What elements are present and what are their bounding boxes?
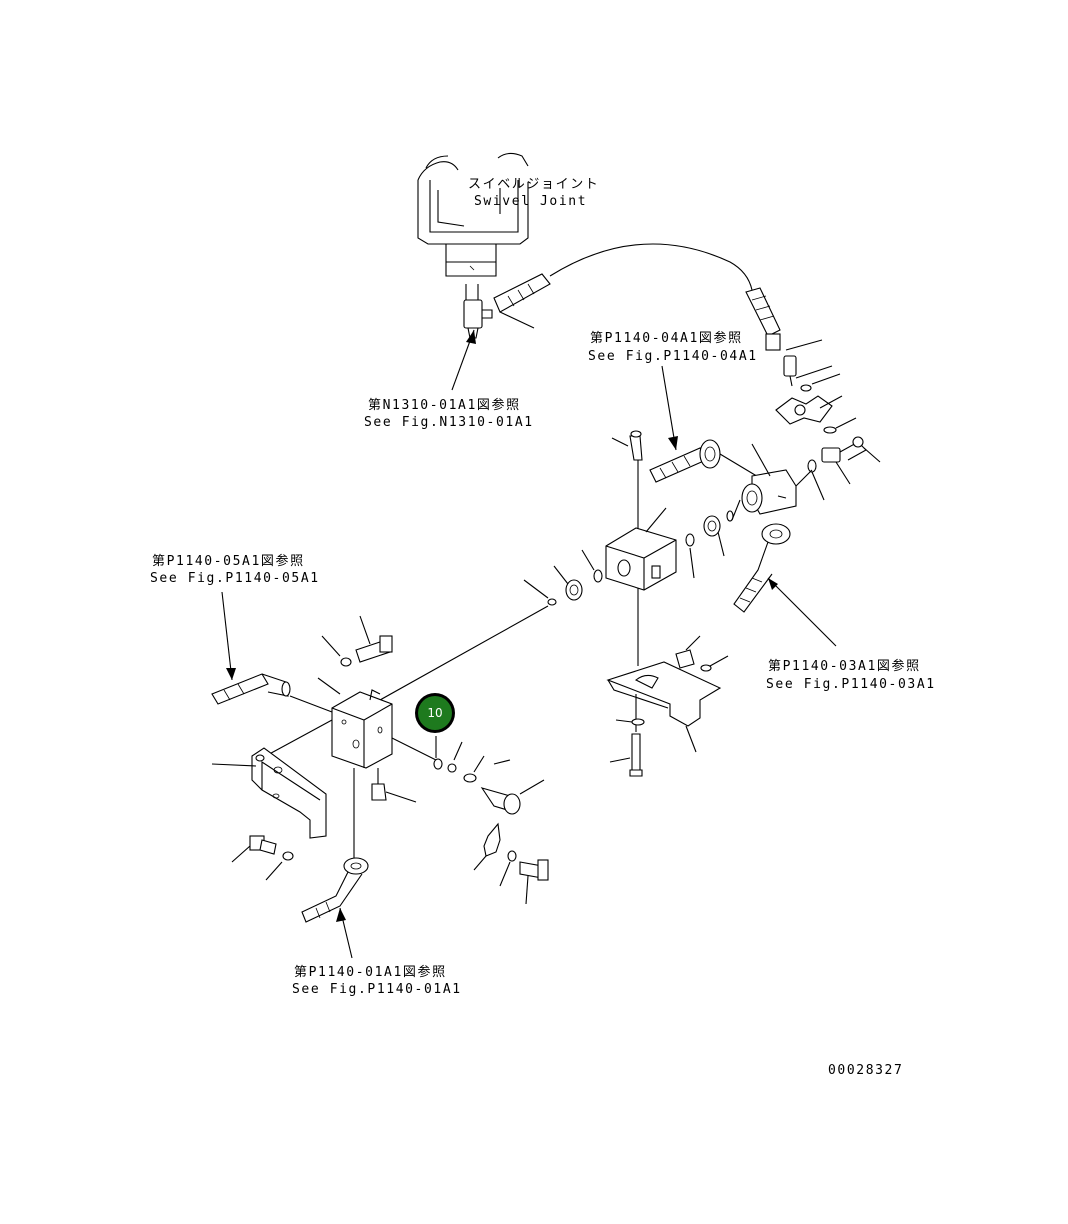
ref-p114005-jp: 第P1140-05A1図参照: [152, 553, 305, 569]
ref-p114003-en: See Fig.P1140-03A1: [766, 677, 936, 692]
callout-10-fill: [418, 696, 452, 730]
upper-right-fittings: [741, 395, 881, 515]
elbow-03a1: [733, 523, 791, 613]
bolt-top-left: [321, 615, 393, 667]
ref-p114004-jp: 第P1140-04A1図参照: [590, 330, 743, 346]
bolt-bottom-left: [231, 835, 294, 881]
swivel-joint: [417, 152, 551, 339]
arrow-p114004: [661, 365, 677, 451]
ref-p114001-jp: 第P1140-01A1図参照: [294, 964, 447, 980]
arrow-p114005: [221, 591, 233, 681]
ref-n1310-jp: 第N1310-01A1図参照: [368, 397, 521, 413]
connection-line: [379, 605, 549, 701]
ref-n1310-en: See Fig.N1310-01A1: [364, 415, 534, 430]
valve-block-left: [261, 677, 437, 769]
clip-parts: [473, 822, 549, 905]
hose-end-right: [745, 287, 841, 392]
callout-10[interactable]: 10: [415, 693, 455, 733]
ref-p114004-en: See Fig.P1140-04A1: [588, 349, 758, 364]
bracket-right: [606, 635, 729, 777]
fitting-lower-left: [301, 768, 417, 923]
ref-p114001-en: See Fig.P1140-01A1: [292, 982, 462, 997]
swivel-joint-label-en: Swivel Joint: [474, 194, 587, 209]
vertical-rod: [611, 430, 643, 732]
swivel-joint-label-jp: スイベルジョイント: [468, 177, 599, 192]
callout-10-number: 10: [427, 706, 442, 720]
bracket-left: [211, 747, 327, 839]
drawing-number: 00028327: [828, 1063, 903, 1078]
plug-parts: [433, 741, 545, 815]
hose-line: [549, 243, 753, 291]
ref-p114005-en: See Fig.P1140-05A1: [150, 571, 320, 586]
valve-block-center: [523, 499, 741, 606]
pipe-04a1: [649, 439, 761, 483]
pipe-05a1: [211, 673, 291, 705]
ref-p114003-jp: 第P1140-03A1図参照: [768, 658, 921, 674]
arrow-p114003: [767, 577, 837, 647]
